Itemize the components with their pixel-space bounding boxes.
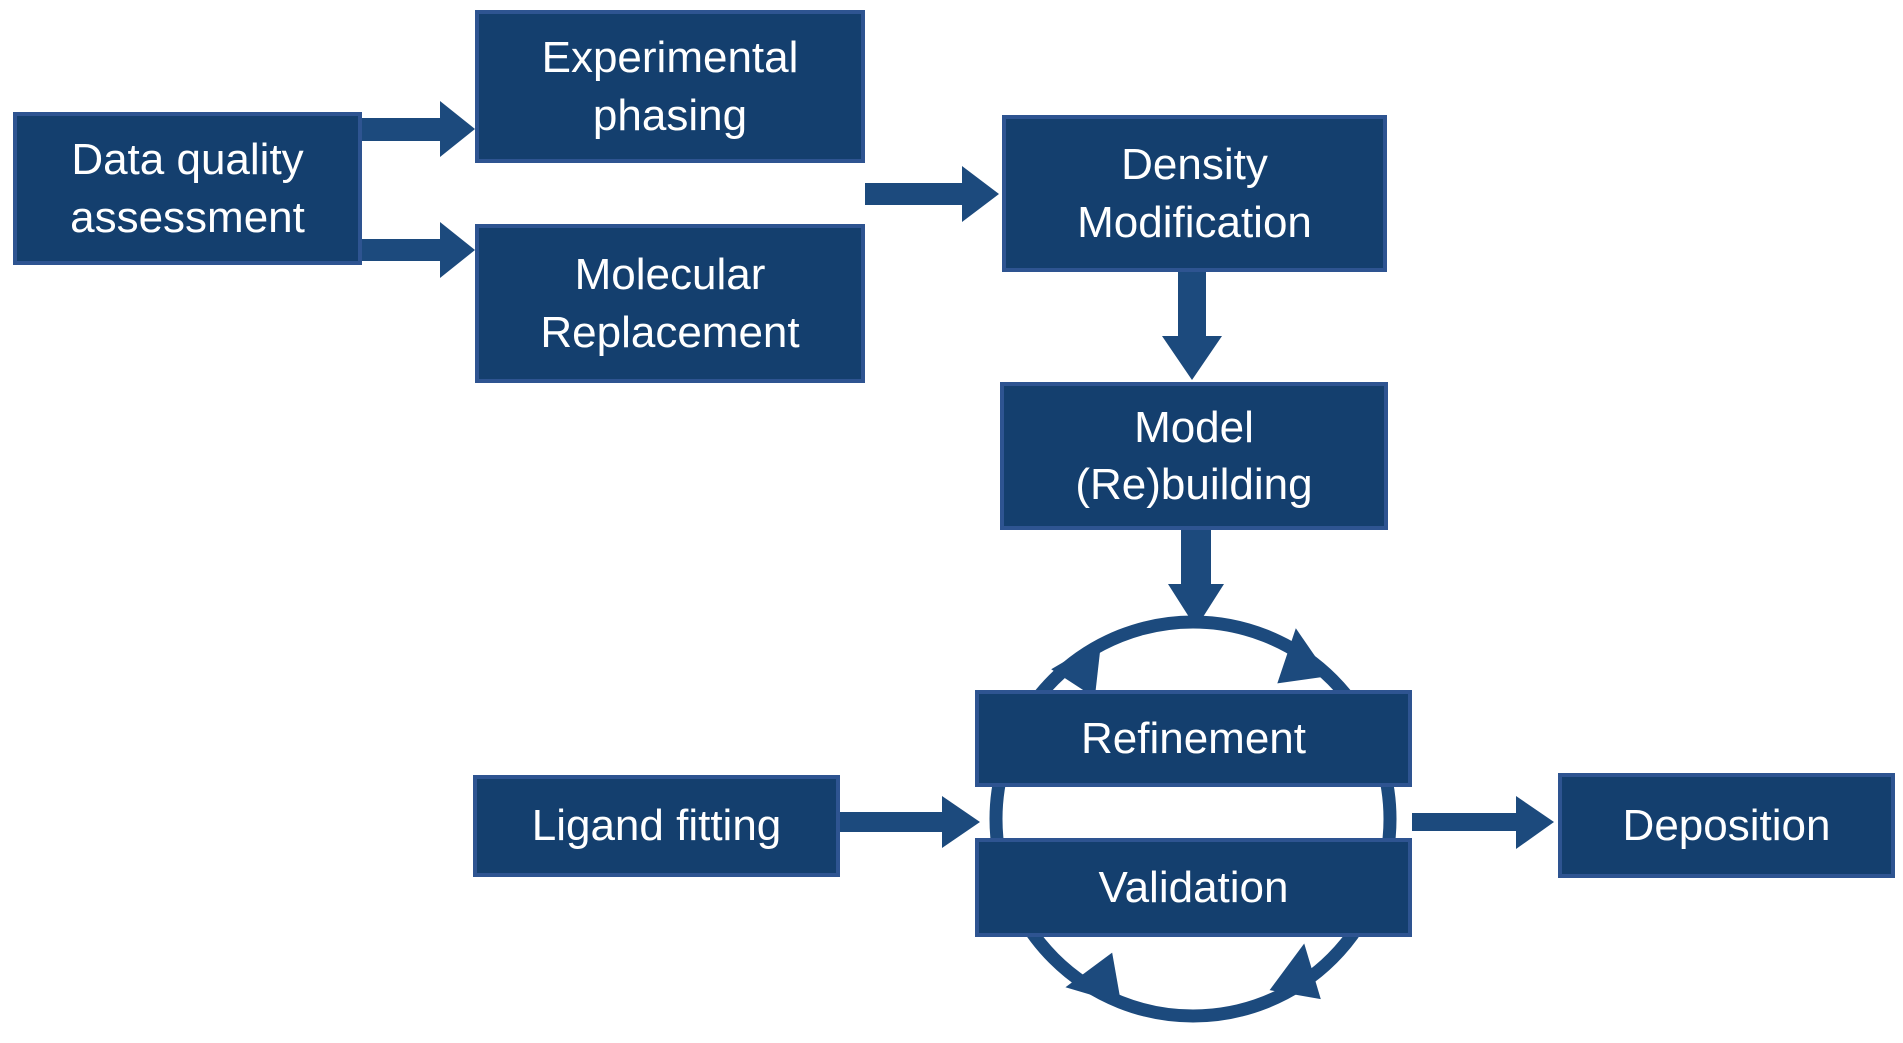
cycle-circle: [989, 615, 1397, 1023]
arrow-density-modification-to-model-rebuilding: [1162, 272, 1222, 380]
cycle-arrowhead-top-left: [1051, 639, 1102, 698]
arrow-ligand-fitting-to-cycle: [840, 796, 980, 848]
box-refinement: Refinement: [975, 690, 1412, 787]
arrow-cycle-to-deposition: [1412, 796, 1554, 849]
box-data-quality-assessment: Data quality assessment: [13, 112, 362, 265]
arrow-phasing-to-density-modification: [865, 166, 999, 222]
arrow-data-quality-to-molecular-replacement: [362, 222, 475, 278]
arrow-model-rebuilding-to-cycle: [1168, 530, 1224, 628]
box-validation: Validation: [975, 838, 1412, 937]
box-model-rebuilding: Model (Re)building: [1000, 382, 1388, 530]
box-density-modification: Density Modification: [1002, 115, 1387, 272]
cycle-arrowhead-top-right: [1277, 628, 1329, 684]
cycle-arrowhead-bottom-left: [1065, 952, 1122, 1004]
box-experimental-phasing: Experimental phasing: [475, 10, 865, 163]
box-deposition: Deposition: [1558, 773, 1895, 878]
arrow-data-quality-to-experimental-phasing: [362, 101, 475, 157]
box-ligand-fitting: Ligand fitting: [473, 775, 840, 877]
cycle-arrowhead-bottom-right: [1269, 943, 1321, 1000]
box-molecular-replacement: Molecular Replacement: [475, 224, 865, 383]
